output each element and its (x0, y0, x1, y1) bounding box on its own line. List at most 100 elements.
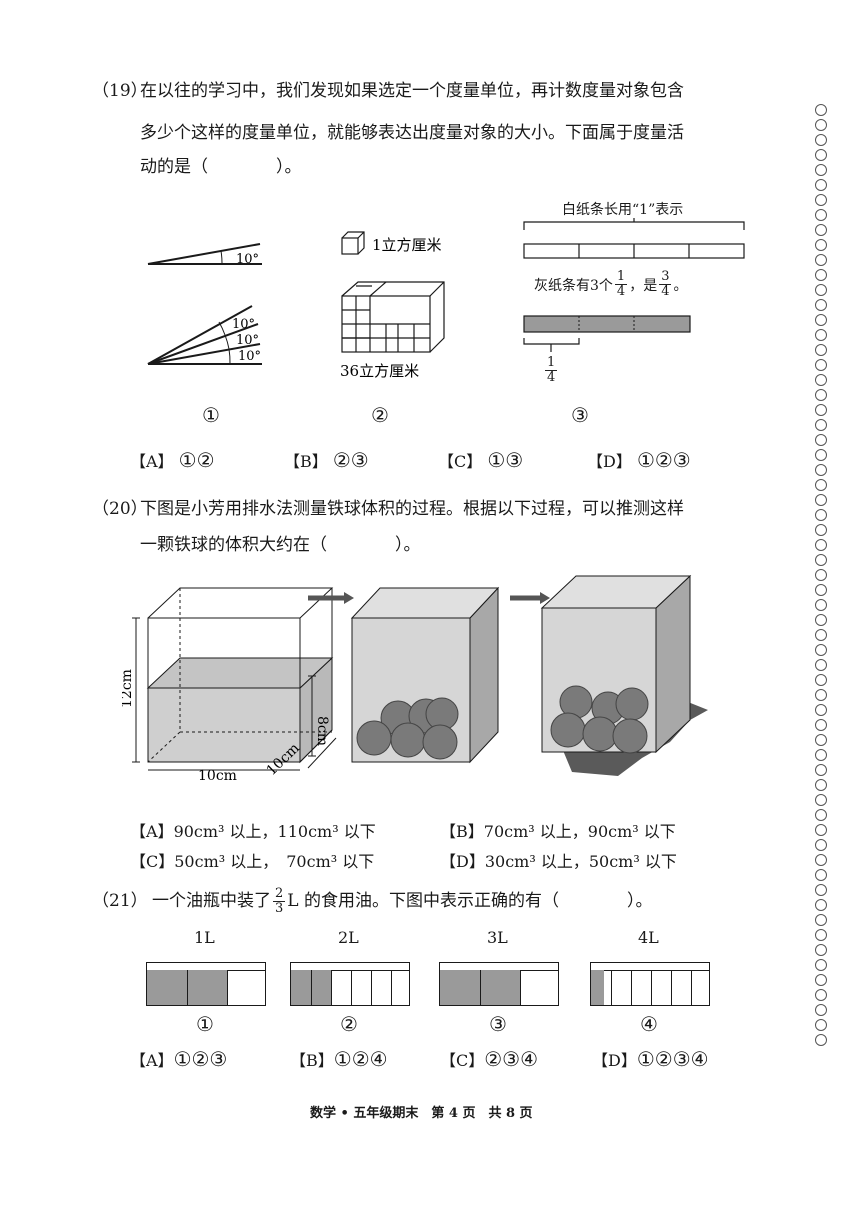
angle-label: 10° (232, 317, 255, 332)
fraction-three-quarters: 3 4 (659, 269, 672, 299)
q20-line2: 一颗铁球的体积大约在（ ）。 (140, 535, 421, 555)
fig-mark-3: ③ (571, 403, 589, 427)
q19-option-c[interactable]: 【C】 ①③ (438, 448, 524, 472)
q20-option-c[interactable]: 【C】50cm³ 以上， 70cm³ 以下 (130, 852, 375, 871)
q20-option-d[interactable]: 【D】30cm³ 以上，50cm³ 以下 (440, 852, 677, 871)
binding-ring (815, 344, 827, 356)
q19-cube-figure: 1立方厘米 36立方厘米 (340, 231, 445, 380)
q20-line1: 下图是小芳用排水法测量铁球体积的过程。根据以下过程，可以推测这样 (140, 499, 684, 519)
binding-ring (815, 839, 827, 851)
binding-ring (815, 959, 827, 971)
bar-capacity-label: 2L (338, 928, 359, 947)
binding-ring (815, 554, 827, 566)
binding-ring (815, 1004, 827, 1016)
bar-mark: ① (196, 1012, 214, 1036)
binding-ring (815, 389, 827, 401)
page-footer: 数学 • 五年级期末 第 4 页 共 8 页 (310, 1106, 533, 1121)
binding-ring (815, 569, 827, 581)
angle-label: 10° (236, 252, 259, 267)
binding-ring (815, 179, 827, 191)
binding-ring (815, 284, 827, 296)
angle-label: 10° (236, 333, 259, 348)
binding-ring (815, 629, 827, 641)
binding-ring (815, 674, 827, 686)
binding-ring (815, 164, 827, 176)
binding-ring (815, 254, 827, 266)
binding-ring (815, 299, 827, 311)
bar-capacity-label: 1L (194, 928, 215, 947)
gray-strip-mid: ，是 (629, 277, 658, 294)
binding-ring (815, 644, 827, 656)
binding-ring (815, 494, 827, 506)
height-label: 12cm (122, 669, 135, 708)
binding-ring (815, 824, 827, 836)
bar-mark: ② (340, 1012, 358, 1036)
q20-option-b[interactable]: 【B】70cm³ 以上，90cm³ 以下 (440, 822, 676, 841)
binding-ring (815, 134, 827, 146)
bar-capacity-label: 4L (638, 928, 659, 947)
q19-option-d[interactable]: 【D】 ①②③ (587, 448, 691, 472)
water-height-label: 8cm (314, 716, 330, 746)
binding-ring (815, 509, 827, 521)
binding-ring (815, 404, 827, 416)
capacity-bar (590, 962, 710, 1006)
q19-line3: 动的是（ ）。 (140, 157, 302, 177)
gray-strip-label: 灰纸条有3个 1 4 ，是 3 4 。 (534, 270, 687, 299)
binding-ring (815, 929, 827, 941)
binding-ring (815, 1019, 827, 1031)
unit-cube-label: 1立方厘米 (372, 236, 442, 254)
binding-ring (815, 239, 827, 251)
binding-ring (815, 794, 827, 806)
binding-ring (815, 914, 827, 926)
q19-option-b[interactable]: 【B】 ②③ (284, 448, 369, 472)
q19-angle-figure: 10° 10° 10° 10° (147, 243, 262, 365)
binding-ring (815, 869, 827, 881)
capacity-bar (290, 962, 410, 1006)
capacity-bar (439, 962, 559, 1006)
q21-option-a[interactable]: 【A】①②③ (130, 1047, 228, 1071)
binding-ring (815, 314, 827, 326)
q19-line2: 多少个这样的度量单位，就能够表达出度量对象的大小。下面属于度量活 (140, 123, 684, 143)
total-volume-label: 36立方厘米 (340, 362, 419, 380)
binding-ring (815, 359, 827, 371)
binding-ring (815, 479, 827, 491)
bar-capacity-label: 3L (487, 928, 508, 947)
binding-ring (815, 224, 827, 236)
gray-strip-end: 。 (673, 277, 688, 294)
binding-ring (815, 1034, 827, 1046)
q19-line1: 在以往的学习中，我们发现如果选定一个度量单位，再计数度量对象包含 (140, 81, 684, 101)
q21-option-b[interactable]: 【B】①②④ (290, 1047, 388, 1071)
q20-option-a[interactable]: 【A】90cm³ 以上，110cm³ 以下 (130, 822, 376, 841)
binding-ring (815, 659, 827, 671)
q21-text-before: 一个油瓶中装了 (152, 891, 271, 911)
binding-ring (815, 449, 827, 461)
binding-ring (815, 119, 827, 131)
q21-text-after: L 的食用油。下图中表示正确的有（ ）。 (287, 891, 653, 911)
bar-mark: ④ (640, 1012, 658, 1036)
binding-ring (815, 329, 827, 341)
q20-number: （20） (92, 499, 148, 519)
gray-strip-prefix: 灰纸条有3个 (534, 277, 613, 294)
q21-question: 一个油瓶中装了 2 3 L 的食用油。下图中表示正确的有（ ）。 (152, 884, 652, 918)
q21-option-c[interactable]: 【C】②③④ (440, 1047, 539, 1071)
binding-ring (815, 974, 827, 986)
width-label: 10cm (198, 768, 237, 784)
binding-ring (815, 584, 827, 596)
binding-ring (815, 419, 827, 431)
binding-ring (815, 734, 827, 746)
angle-label: 10° (238, 349, 261, 364)
binding-ring (815, 749, 827, 761)
q19-option-a[interactable]: 【A】 ①② (130, 448, 215, 472)
q21-option-d[interactable]: 【D】①②③④ (592, 1047, 709, 1071)
fig-mark-1: ① (202, 403, 220, 427)
brace-fraction: 1 4 (545, 355, 558, 385)
binding-ring (815, 104, 827, 116)
binding-ring (815, 149, 827, 161)
binding-ring (815, 209, 827, 221)
fig-mark-2: ② (371, 403, 389, 427)
q21-number: （21） (92, 891, 148, 911)
binding-ring (815, 269, 827, 281)
binding-ring (815, 704, 827, 716)
binding-ring (815, 194, 827, 206)
binding-ring (815, 854, 827, 866)
